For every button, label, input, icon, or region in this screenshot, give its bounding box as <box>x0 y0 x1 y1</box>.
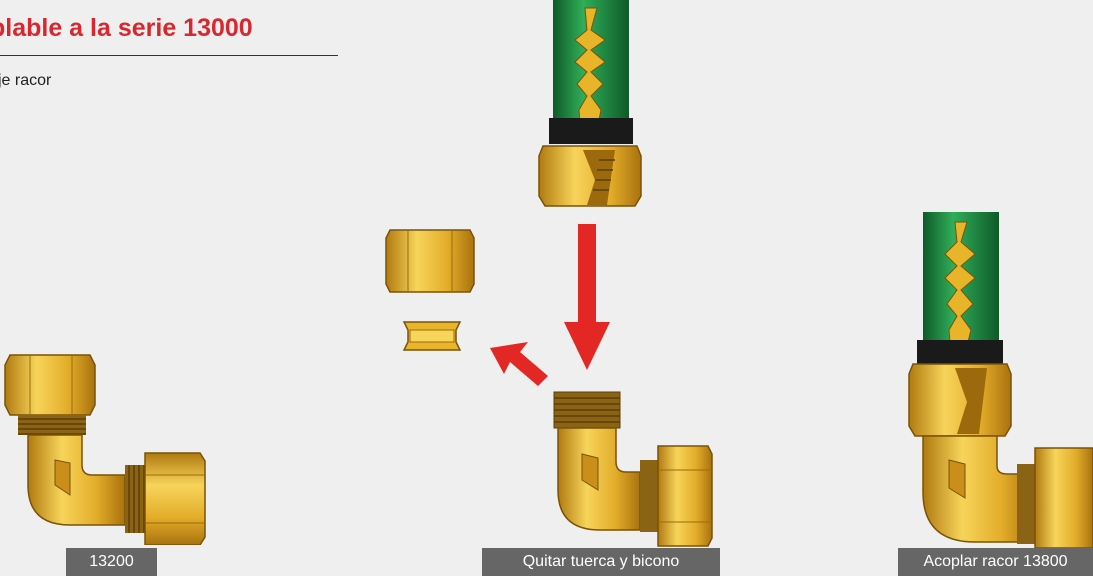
hose-fitting-icon <box>908 212 1093 548</box>
hex-nut-figure <box>385 229 475 293</box>
hex-nut-icon <box>385 229 475 293</box>
hose-fitting-figure <box>538 0 642 207</box>
assembled-racor-figure <box>908 212 1093 548</box>
elbow-fitting-icon <box>4 354 206 545</box>
down-arrow-figure <box>564 224 610 370</box>
down-arrow-icon <box>564 224 610 370</box>
diagonal-arrow-figure <box>490 342 548 386</box>
caption-remove-nut-ferrule: Quitar tuerca y bicono <box>482 548 720 576</box>
page-title: plable a la serie 13000 <box>0 14 253 42</box>
ferrule-icon <box>402 321 462 351</box>
diagonal-arrow-icon <box>490 342 548 386</box>
caption-attach-racor: Acoplar racor 13800 <box>898 548 1093 576</box>
ferrule-figure <box>402 321 462 351</box>
elbow-fitting-figure <box>4 354 206 545</box>
elbow-fitting-icon <box>553 391 713 547</box>
hose-fitting-icon <box>538 0 642 207</box>
title-divider <box>0 55 338 56</box>
page-subtitle: je racor <box>0 72 52 89</box>
caption-13200: 13200 <box>66 548 157 576</box>
elbow-no-nut-figure <box>553 391 713 547</box>
